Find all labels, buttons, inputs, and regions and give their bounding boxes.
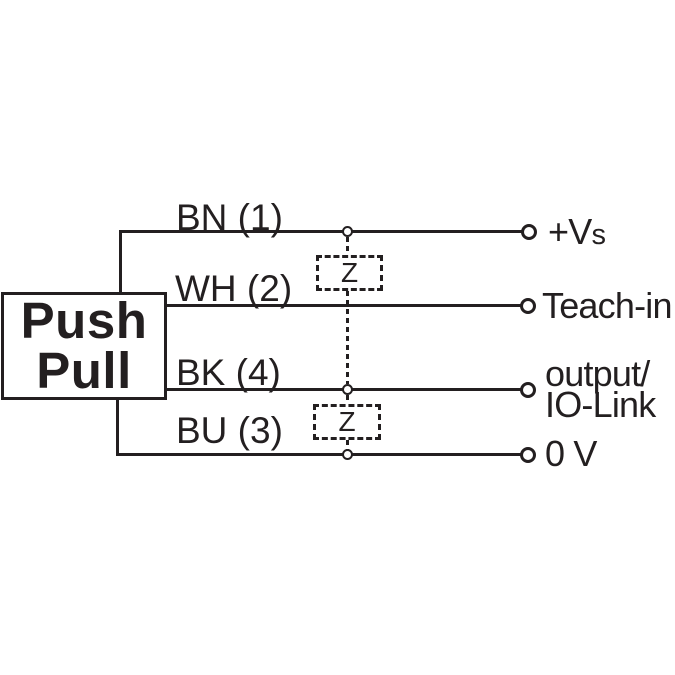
terminal-label-vs: +Vs bbox=[548, 211, 606, 253]
terminal-zero-volt-icon bbox=[520, 447, 536, 463]
dashed-link-bk-to-lower-z bbox=[346, 395, 349, 404]
wire-bu-riser bbox=[116, 397, 119, 456]
junction-node-bu-icon bbox=[342, 449, 353, 460]
wire-bn-riser bbox=[119, 230, 122, 295]
terminal-output-icon bbox=[520, 382, 536, 398]
dashed-link-upper-z-to-bk bbox=[346, 291, 349, 384]
wire-bu bbox=[116, 453, 521, 456]
device-label-line2: Pull bbox=[36, 342, 132, 399]
terminal-label-output-line2: IO-Link bbox=[545, 384, 656, 425]
wire-label-bk: BK (4) bbox=[176, 352, 281, 393]
device-label-line1: Push bbox=[20, 292, 148, 349]
impedance-symbol-lower: Z bbox=[338, 406, 356, 437]
terminal-label-teach-in: Teach-in bbox=[542, 285, 672, 326]
wire-wh bbox=[164, 304, 521, 307]
terminal-label-vs-sub: s bbox=[591, 219, 606, 251]
dashed-link-lower-z-to-bu bbox=[346, 440, 349, 450]
junction-node-bk-icon bbox=[342, 384, 353, 395]
dashed-link-bn-to-upper-z bbox=[346, 237, 349, 255]
wire-bn bbox=[119, 230, 522, 233]
terminal-label-zero-volt: 0 V bbox=[545, 433, 597, 474]
terminal-label-output-iolink: output/ IO-Link bbox=[545, 353, 656, 425]
wire-label-wh: WH (2) bbox=[175, 268, 293, 309]
wire-label-bn: BN (1) bbox=[176, 197, 283, 238]
impedance-box-lower: Z bbox=[313, 404, 381, 440]
terminal-label-output-line1: output/ bbox=[545, 353, 650, 394]
terminal-label-vs-main: +V bbox=[548, 211, 592, 252]
impedance-symbol-upper: Z bbox=[340, 257, 359, 288]
device-box: Push Pull bbox=[1, 292, 167, 400]
terminal-vs-icon bbox=[521, 224, 537, 240]
junction-node-bn-icon bbox=[342, 226, 353, 237]
terminal-teach-in-icon bbox=[520, 298, 536, 314]
wire-label-bu: BU (3) bbox=[176, 410, 283, 451]
impedance-box-upper: Z bbox=[316, 255, 383, 291]
